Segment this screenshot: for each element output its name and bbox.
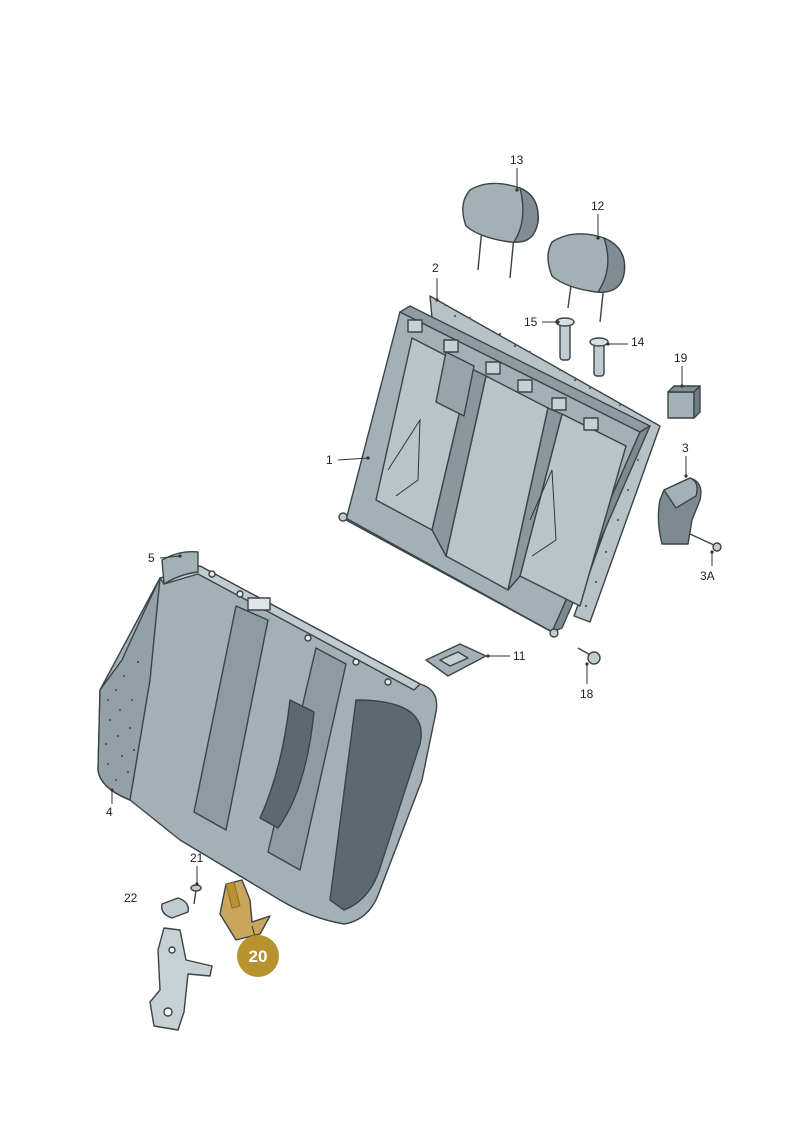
svg-text:2: 2 — [432, 261, 439, 275]
callout-22: 22 — [124, 891, 138, 905]
svg-text:3: 3 — [682, 441, 689, 455]
part-11-cover-plate[interactable] — [425, 643, 487, 677]
part-14-headrest-guide[interactable] — [589, 337, 609, 377]
part-18-bolt[interactable] — [577, 647, 601, 665]
svg-text:21: 21 — [190, 851, 204, 865]
part-13-headrest[interactable] — [462, 182, 539, 279]
callout-12: 12 — [591, 199, 605, 240]
svg-text:5: 5 — [148, 551, 155, 565]
callout-18: 18 — [580, 662, 594, 701]
svg-text:3A: 3A — [700, 569, 715, 583]
callout-5: 5 — [148, 551, 182, 565]
callout-13: 13 — [510, 153, 524, 192]
part-3a-screw[interactable] — [689, 533, 722, 552]
callout-11: 11 — [486, 649, 526, 663]
part-19-release-button[interactable] — [667, 385, 701, 419]
part-22-clip[interactable] — [161, 897, 189, 919]
callout-2: 2 — [432, 261, 439, 302]
part-21-screw[interactable] — [190, 884, 202, 905]
callout-20-badge: 20 — [237, 925, 279, 977]
svg-text:1: 1 — [326, 453, 333, 467]
part-12-headrest[interactable] — [547, 233, 626, 323]
svg-text:14: 14 — [631, 335, 645, 349]
svg-text:15: 15 — [524, 315, 538, 329]
svg-text:19: 19 — [674, 351, 688, 365]
svg-text:20: 20 — [249, 947, 268, 966]
part-20-bracket-highlighted[interactable] — [219, 879, 271, 941]
callout-3: 3 — [682, 441, 689, 478]
callout-14: 14 — [606, 335, 645, 349]
hinge-bracket[interactable] — [149, 927, 213, 1031]
part-4-backrest-cover[interactable] — [97, 565, 438, 925]
part-1-backrest-frame[interactable] — [338, 305, 651, 638]
part-5-trim-cap[interactable] — [161, 550, 199, 585]
callout-19: 19 — [674, 351, 688, 388]
callout-1: 1 — [326, 453, 370, 467]
part-3-latch-housing[interactable] — [657, 477, 702, 545]
svg-text:13: 13 — [510, 153, 524, 167]
svg-text:12: 12 — [591, 199, 605, 213]
svg-text:4: 4 — [106, 805, 113, 819]
callout-15: 15 — [524, 315, 560, 329]
callout-21: 21 — [190, 851, 204, 886]
svg-text:18: 18 — [580, 687, 594, 701]
callout-3a: 3A — [700, 550, 715, 583]
svg-text:11: 11 — [513, 649, 526, 663]
svg-text:22: 22 — [124, 891, 138, 905]
part-15-headrest-guide[interactable] — [555, 317, 575, 361]
callout-4: 4 — [106, 788, 114, 819]
